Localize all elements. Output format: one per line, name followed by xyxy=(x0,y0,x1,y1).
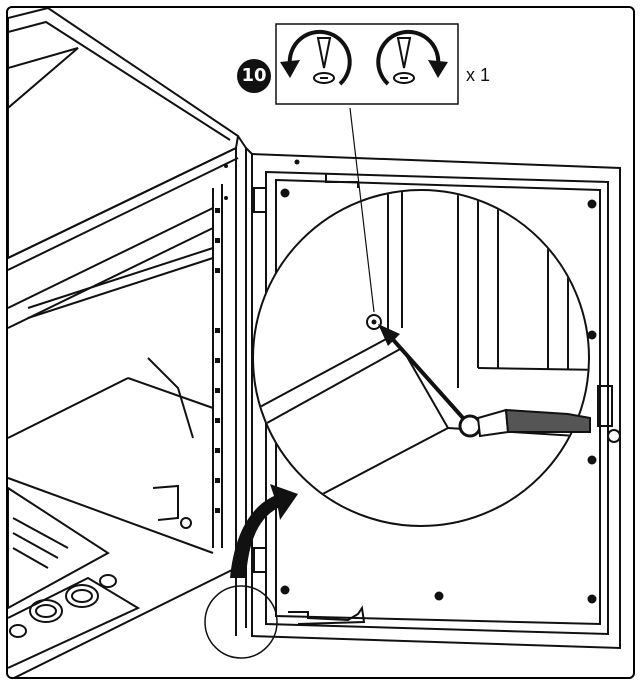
quantity-label: x 1 xyxy=(466,65,491,85)
cabinet-door-diagram xyxy=(8,8,621,677)
clockwise-screwdriver-icon xyxy=(376,29,448,86)
leader-line xyxy=(349,107,375,313)
rack-holes xyxy=(215,164,228,513)
cabinet-body xyxy=(8,8,253,677)
detail-magnifier xyxy=(252,189,591,527)
hinge-zoom-circle xyxy=(204,585,278,659)
step-number-badge: 10 xyxy=(237,59,271,93)
door-swing-arrow xyxy=(230,484,298,578)
illustration-frame: 10 x 1 xyxy=(6,6,635,679)
counterclockwise-screwdriver-icon xyxy=(280,29,352,86)
